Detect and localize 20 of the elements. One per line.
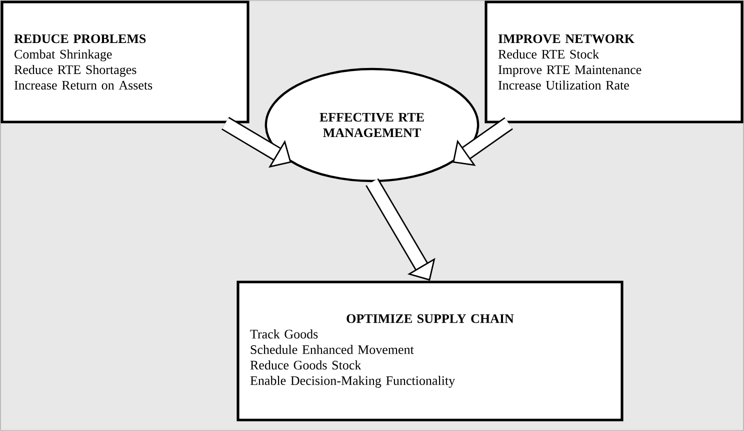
block-arrow [366,178,436,281]
text-box [484,0,744,124]
text-box [0,0,250,124]
list-item: Track Goods [250,329,318,339]
box-heading: IMPROVE NETWORK [498,34,634,44]
text-box [236,280,624,422]
block-arrow [452,117,513,166]
list-item: Enable Decision-Making Functionality [250,376,456,388]
list-item: Increase Utilization Rate [498,80,629,90]
ellipse-node [264,68,480,182]
list-item: Reduce RTE Stock [498,49,600,59]
list-item: Schedule Enhanced Movement [250,344,414,354]
list-item: Improve RTE Maintenance [498,65,642,77]
box-heading: OPTIMIZE SUPPLY CHAIN [346,314,514,324]
list-item: Reduce RTE Shortages [14,64,136,77]
list-item: Increase Return on Assets [14,80,152,90]
ellipse-label: EFFECTIVE RTE MANAGEMENT [320,112,424,138]
list-item: Reduce Goods Stock [250,360,362,370]
box-heading: REDUCE PROBLEMS [14,34,146,44]
list-item: Combat Shrinkage [14,49,112,62]
